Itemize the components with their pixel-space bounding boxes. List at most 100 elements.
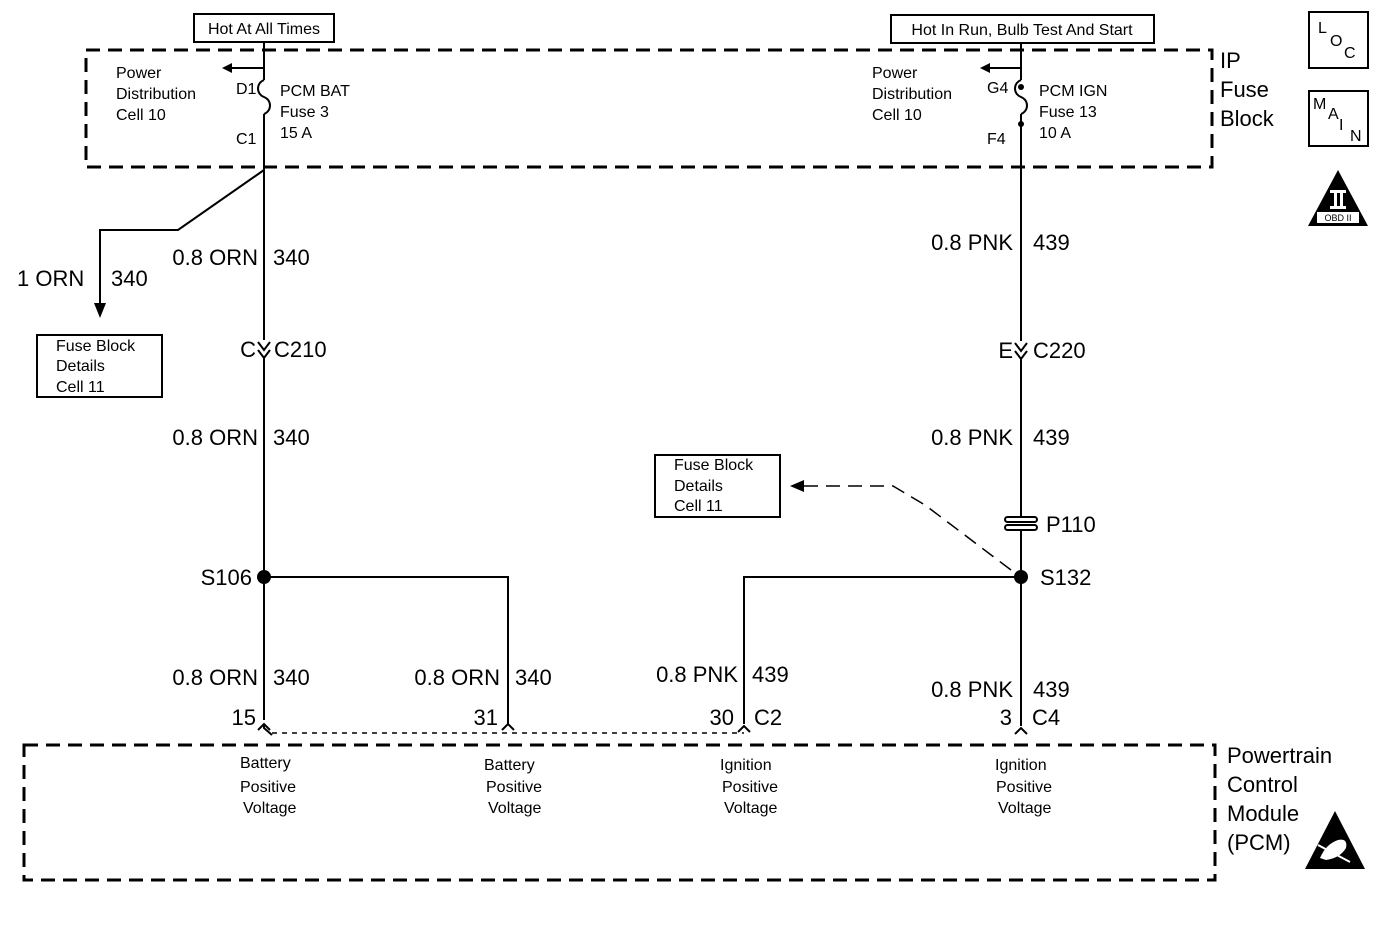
pin-15-label: 15 bbox=[232, 705, 256, 730]
pin-chevron-icon bbox=[737, 724, 751, 733]
left-power-ref-line2: Distribution bbox=[116, 86, 196, 103]
right-b2-wire-color: 0.8 PNK bbox=[656, 662, 738, 687]
hot-in-run-box: Hot In Run, Bulb Test And Start bbox=[890, 14, 1155, 44]
loc-icon: L O C bbox=[1308, 11, 1369, 69]
branch-wire: 1 ORN 340 bbox=[17, 169, 265, 318]
pcm-outline bbox=[22, 743, 1217, 882]
connector-c2-label: C2 bbox=[754, 705, 782, 730]
svg-text:Battery: Battery bbox=[240, 755, 291, 772]
hot-in-run-label: Hot In Run, Bulb Test And Start bbox=[911, 22, 1133, 39]
svg-text:Control: Control bbox=[1227, 772, 1298, 797]
pin-chevron-icon bbox=[1014, 726, 1028, 735]
left-power-arrow-icon bbox=[222, 63, 232, 73]
c210-pin: C bbox=[240, 337, 256, 362]
svg-text:Fuse Block: Fuse Block bbox=[674, 457, 754, 474]
left-mid-wire-circuit: 340 bbox=[273, 425, 310, 450]
svg-text:A: A bbox=[1328, 106, 1339, 123]
right-power-ref-line3: Cell 10 bbox=[872, 107, 922, 124]
left-main-wire: 0.8 ORN 340 C C210 0.8 ORN 340 S106 0.8 … bbox=[172, 168, 327, 720]
fuse-block-details-right: Fuse Block Details Cell 11 bbox=[654, 454, 781, 518]
ip-fuse-block-outline bbox=[84, 48, 1214, 169]
svg-text:IP: IP bbox=[1220, 48, 1241, 73]
svg-text:Voltage: Voltage bbox=[724, 800, 777, 817]
svg-text:OBD II: OBD II bbox=[1324, 213, 1351, 223]
hot-at-all-times-box: Hot At All Times bbox=[193, 13, 335, 43]
left-top-wire-color: 0.8 ORN bbox=[172, 245, 258, 270]
c220-pin: E bbox=[998, 338, 1013, 363]
left-bottom-wire-color: 0.8 ORN bbox=[172, 665, 258, 690]
branch-arrow-icon bbox=[94, 303, 106, 318]
fuse-symbol-icon bbox=[257, 79, 271, 115]
svg-text:Positive: Positive bbox=[722, 779, 778, 796]
left-power-ref-line1: Power bbox=[116, 65, 162, 82]
left-fuse-rating: 15 A bbox=[280, 125, 312, 142]
svg-text:N: N bbox=[1350, 128, 1362, 145]
svg-text:Positive: Positive bbox=[486, 779, 542, 796]
dashed-arrow-icon bbox=[790, 480, 804, 492]
left-fuse-name: PCM BAT bbox=[280, 83, 350, 100]
svg-text:I: I bbox=[1339, 117, 1343, 134]
svg-text:Ignition: Ignition bbox=[720, 757, 772, 774]
svg-text:(PCM): (PCM) bbox=[1227, 830, 1291, 855]
s132-label: S132 bbox=[1040, 565, 1091, 590]
hot-at-all-times-label: Hot At All Times bbox=[208, 21, 320, 38]
right-power-arrow-icon bbox=[980, 63, 990, 73]
pcm-label: Powertrain Control Module (PCM) bbox=[1227, 743, 1332, 855]
c220-name: C220 bbox=[1033, 338, 1086, 363]
right-power-ref-line1: Power bbox=[872, 65, 918, 82]
svg-text:L: L bbox=[1318, 20, 1327, 37]
left-fuse-number: Fuse 3 bbox=[280, 104, 329, 121]
fuse-block-details-left: Fuse Block Details Cell 11 bbox=[36, 334, 163, 398]
fuse-symbol-icon bbox=[1014, 79, 1028, 115]
p110-connector-icon bbox=[1004, 516, 1038, 531]
svg-text:Module: Module bbox=[1227, 801, 1299, 826]
main-icon: M A I N bbox=[1308, 90, 1369, 147]
right-b2-wire-circuit: 439 bbox=[752, 662, 789, 687]
svg-text:Cell 11: Cell 11 bbox=[56, 379, 105, 396]
right-fuse-number: Fuse 13 bbox=[1039, 104, 1097, 121]
fuse-block-details-right-ref bbox=[790, 480, 1012, 571]
s132-branch-wire: 0.8 PNK 439 bbox=[656, 576, 1021, 724]
s106-branch-wire: 0.8 ORN 340 bbox=[264, 576, 552, 724]
right-fuse-rating: 10 A bbox=[1039, 125, 1071, 142]
pin-chevron-icon bbox=[501, 722, 515, 731]
svg-text:Ignition: Ignition bbox=[995, 757, 1047, 774]
left-fuse-top-pin: D1 bbox=[236, 81, 257, 98]
pin-31-label: 31 bbox=[474, 705, 498, 730]
pin-30-label: 30 bbox=[710, 705, 734, 730]
svg-text:Voltage: Voltage bbox=[243, 800, 296, 817]
left-bottom-wire-circuit: 340 bbox=[273, 665, 310, 690]
left-b2-wire-circuit: 340 bbox=[515, 665, 552, 690]
right-mid-wire-circuit: 439 bbox=[1033, 425, 1070, 450]
right-fuse-bottom-pin: F4 bbox=[987, 131, 1006, 148]
svg-text:C: C bbox=[1344, 45, 1356, 62]
left-b2-wire-color: 0.8 ORN bbox=[414, 665, 500, 690]
right-fuse-top-pin: G4 bbox=[987, 80, 1008, 97]
right-main-wire: 0.8 PNK 439 E C220 0.8 PNK 439 P110 S132… bbox=[931, 168, 1096, 726]
pcm-ign-fuse: Power Distribution Cell 10 G4 F4 PCM IGN… bbox=[872, 43, 1107, 168]
svg-text:M: M bbox=[1313, 96, 1326, 113]
right-bottom-wire-color: 0.8 PNK bbox=[931, 677, 1013, 702]
svg-text:Positive: Positive bbox=[240, 779, 296, 796]
svg-text:Cell 11: Cell 11 bbox=[674, 498, 723, 515]
pin-chevron-icon bbox=[257, 722, 271, 731]
svg-text:O: O bbox=[1330, 33, 1342, 50]
connector-chevron-icon bbox=[1014, 342, 1028, 353]
svg-text:Positive: Positive bbox=[996, 779, 1052, 796]
left-mid-wire-color: 0.8 ORN bbox=[172, 425, 258, 450]
pcm-bat-fuse: Power Distribution Cell 10 D1 C1 PCM BAT… bbox=[116, 42, 350, 168]
branch-wire-color: 1 ORN bbox=[17, 266, 84, 291]
pcm-pins: 15 31 30 C2 3 C4 bbox=[232, 705, 1060, 736]
branch-wire-circuit: 340 bbox=[111, 266, 148, 291]
svg-text:Voltage: Voltage bbox=[488, 800, 541, 817]
connector-c4-label: C4 bbox=[1032, 705, 1060, 730]
p110-label: P110 bbox=[1046, 512, 1096, 537]
s106-label: S106 bbox=[201, 565, 252, 590]
ip-fuse-block-label: IP Fuse Block bbox=[1220, 48, 1275, 131]
c210-name: C210 bbox=[274, 337, 327, 362]
left-fuse-bottom-pin: C1 bbox=[236, 131, 257, 148]
left-power-ref-line3: Cell 10 bbox=[116, 107, 166, 124]
left-top-wire-circuit: 340 bbox=[273, 245, 310, 270]
right-bottom-wire-circuit: 439 bbox=[1033, 677, 1070, 702]
